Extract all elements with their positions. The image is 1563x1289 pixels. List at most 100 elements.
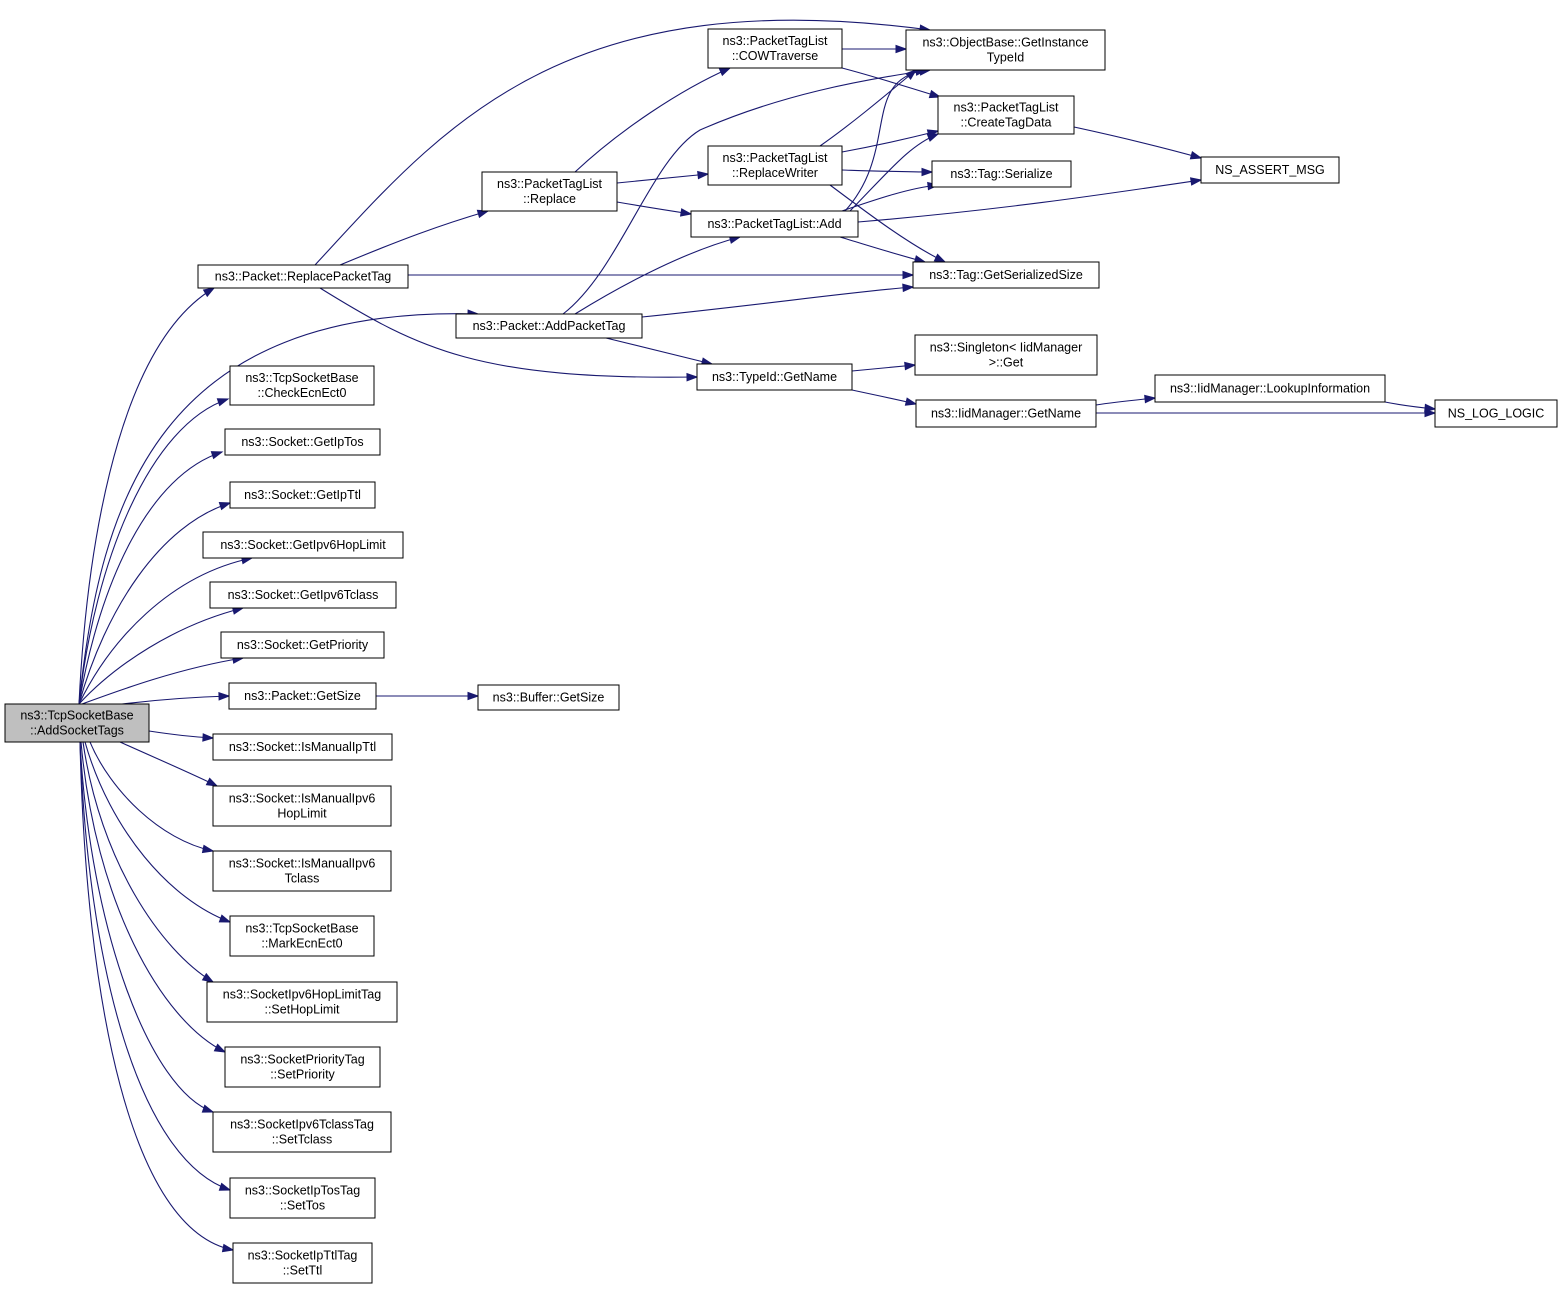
arrowhead-sitos_settos: [218, 1182, 232, 1191]
node-box: [931, 160, 1072, 188]
node-box: [224, 1046, 381, 1088]
node-tag_getserializedsize[interactable]: ns3::Tag::GetSerializedSize: [912, 261, 1100, 289]
node-box: [212, 733, 393, 761]
arrowhead-typeid_getname: [686, 372, 699, 382]
node-sock_getiptos[interactable]: ns3::Socket::GetIpTos: [224, 428, 381, 456]
edge-tsb_addsockettags-to-sock_getipttl: [78, 502, 231, 705]
node-label-line: ns3::Socket::GetIpTtl: [244, 488, 361, 502]
node-label-line: ns3::PacketTagList::Add: [707, 217, 841, 231]
node-label-line: ::SetTos: [280, 1199, 325, 1213]
edge-ptl_createtagdata-to-ns_assert_msg: [1073, 126, 1202, 159]
edge-ptl_replacewriter-to-ob_getinstancetypeid: [819, 69, 917, 147]
node-ptl_replacewriter[interactable]: ns3::PacketTagList::ReplaceWriter: [707, 145, 843, 186]
node-label-line: ns3::Packet::AddPacketTag: [473, 319, 626, 333]
node-label-line: ns3::Socket::IsManualIpv6: [229, 857, 376, 871]
node-box: [1434, 399, 1558, 428]
node-box: [206, 981, 398, 1023]
node-sock_getpriority[interactable]: ns3::Socket::GetPriority: [220, 631, 385, 659]
node-label-line: TypeId: [987, 51, 1025, 65]
node-label-line: ns3::PacketTagList: [723, 151, 828, 165]
node-label-line: ::MarkEcnEct0: [261, 937, 342, 951]
arrowhead-ptl_add: [679, 208, 693, 217]
node-sock_ismanualipttl[interactable]: ns3::Socket::IsManualIpTtl: [212, 733, 393, 761]
node-iidmgr_lookupinformation[interactable]: ns3::IidManager::LookupInformation: [1154, 374, 1386, 403]
node-label-line: ns3::Tag::GetSerializedSize: [929, 268, 1083, 282]
node-sock_getipttl[interactable]: ns3::Socket::GetIpTtl: [229, 481, 376, 509]
node-ptl_replace[interactable]: ns3::PacketTagList::Replace: [481, 171, 618, 212]
node-pkt_addpackettag[interactable]: ns3::Packet::AddPacketTag: [455, 313, 643, 339]
node-iidmgr_getname[interactable]: ns3::IidManager::GetName: [915, 399, 1097, 428]
arrowhead-tsb_checkecnect0: [216, 398, 230, 407]
arrowhead-iidmgr_getname: [904, 397, 918, 406]
node-label-line: ::SetTclass: [272, 1133, 332, 1147]
edge-tsb_addsockettags-to-sock_ismanualipv6hoplimit: [119, 741, 218, 787]
node-buf_getsize[interactable]: ns3::Buffer::GetSize: [477, 684, 620, 711]
edge-pkt_addpackettag-to-tag_getserializedsize: [641, 286, 914, 318]
node-ns_log_logic[interactable]: NS_LOG_LOGIC: [1434, 399, 1558, 428]
node-label-line: ns3::TcpSocketBase: [20, 709, 133, 723]
node-label-line: ns3::IidManager::LookupInformation: [1170, 382, 1370, 396]
node-box: [224, 428, 381, 456]
node-ns_assert_msg[interactable]: NS_ASSERT_MSG: [1200, 156, 1340, 184]
node-box: [1154, 374, 1386, 403]
node-label-line: ::SetTtl: [283, 1264, 323, 1278]
node-tsb_markecnect0[interactable]: ns3::TcpSocketBase::MarkEcnEct0: [229, 915, 375, 957]
node-box: [202, 531, 404, 559]
node-sitc_settclass[interactable]: ns3::SocketIpv6TclassTag::SetTclass: [212, 1111, 392, 1153]
arrowhead-sock_ismanualipv6hoplimit: [205, 777, 219, 787]
arrowhead-sock_getipttl: [218, 502, 232, 511]
node-label-line: ::Replace: [523, 192, 576, 206]
node-ptl_cowtraverse[interactable]: ns3::PacketTagList::COWTraverse: [707, 28, 843, 69]
node-box: [707, 145, 843, 186]
arrowhead-tag_serialize: [921, 167, 934, 177]
node-box: [1200, 156, 1340, 184]
node-ptl_createtagdata[interactable]: ns3::PacketTagList::CreateTagData: [937, 95, 1075, 135]
node-tsb_addsockettags[interactable]: ns3::TcpSocketBase::AddSocketTags: [4, 703, 150, 743]
node-spt_setpriority[interactable]: ns3::SocketPriorityTag::SetPriority: [224, 1046, 381, 1088]
node-box: [707, 28, 843, 69]
edge-pkt_replacepackettag-to-typeid_getname: [319, 287, 698, 378]
node-sittl_setttl[interactable]: ns3::SocketIpTtlTag::SetTtl: [232, 1242, 373, 1284]
node-label-line: ns3::TcpSocketBase: [245, 371, 358, 385]
node-sock_getipv6tclass[interactable]: ns3::Socket::GetIpv6Tclass: [209, 581, 397, 609]
node-typeid_getname[interactable]: ns3::TypeId::GetName: [696, 363, 853, 391]
node-label-line: ns3::Socket::IsManualIpv6: [229, 792, 376, 806]
edge-ptl_add-to-tag_serialize: [841, 184, 939, 212]
node-tsb_checkecnect0[interactable]: ns3::TcpSocketBase::CheckEcnEct0: [229, 365, 375, 406]
node-sihl_sethoplimit[interactable]: ns3::SocketIpv6HopLimitTag::SetHopLimit: [206, 981, 398, 1023]
node-box: [229, 481, 376, 509]
node-pkt_getsize[interactable]: ns3::Packet::GetSize: [228, 682, 377, 710]
node-ptl_add[interactable]: ns3::PacketTagList::Add: [690, 210, 859, 238]
edge-pkt_replacepackettag-to-ob_getinstancetypeid: [314, 19, 931, 266]
node-singleton_get[interactable]: ns3::Singleton< IidManager>::Get: [914, 334, 1098, 376]
edge-tsb_addsockettags-to-sock_getipv6tclass: [78, 607, 244, 705]
node-box: [212, 1111, 392, 1153]
node-label-line: ns3::SocketIpTtlTag: [248, 1249, 358, 1263]
arrowhead-pkt_replacepackettag: [202, 287, 216, 298]
node-pkt_replacepackettag[interactable]: ns3::Packet::ReplacePacketTag: [197, 264, 409, 289]
arrowhead-ns_log_logic: [1424, 403, 1437, 413]
node-label-line: ns3::Socket::GetPriority: [237, 638, 369, 652]
node-sock_getipv6hoplimit[interactable]: ns3::Socket::GetIpv6HopLimit: [202, 531, 404, 559]
edge-ptl_replace-to-ptl_replacewriter: [616, 173, 709, 184]
edge-tsb_addsockettags-to-spt_setpriority: [80, 741, 226, 1053]
node-box: [197, 264, 409, 289]
node-box: [220, 631, 385, 659]
edge-ptl_replacewriter-to-tag_serialize: [841, 169, 933, 173]
node-box: [229, 365, 375, 406]
node-box: [477, 684, 620, 711]
arrowhead-sittl_setttl: [221, 1243, 235, 1253]
edge-tsb_addsockettags-to-tsb_checkecnect0: [78, 398, 229, 705]
node-box: [229, 915, 375, 957]
edge-tsb_addsockettags-to-pkt_addpackettag: [78, 313, 479, 705]
arrowhead-pkt_getsize: [218, 691, 231, 701]
arrowhead-tsb_markecnect0: [218, 914, 232, 923]
node-sitos_settos[interactable]: ns3::SocketIpTosTag::SetTos: [229, 1177, 376, 1219]
node-label-line: ::CreateTagData: [960, 116, 1051, 130]
node-tag_serialize[interactable]: ns3::Tag::Serialize: [931, 160, 1072, 188]
edge-tsb_addsockettags-to-sock_getipv6hoplimit: [78, 557, 253, 705]
node-label-line: ns3::Socket::GetIpv6Tclass: [228, 588, 379, 602]
